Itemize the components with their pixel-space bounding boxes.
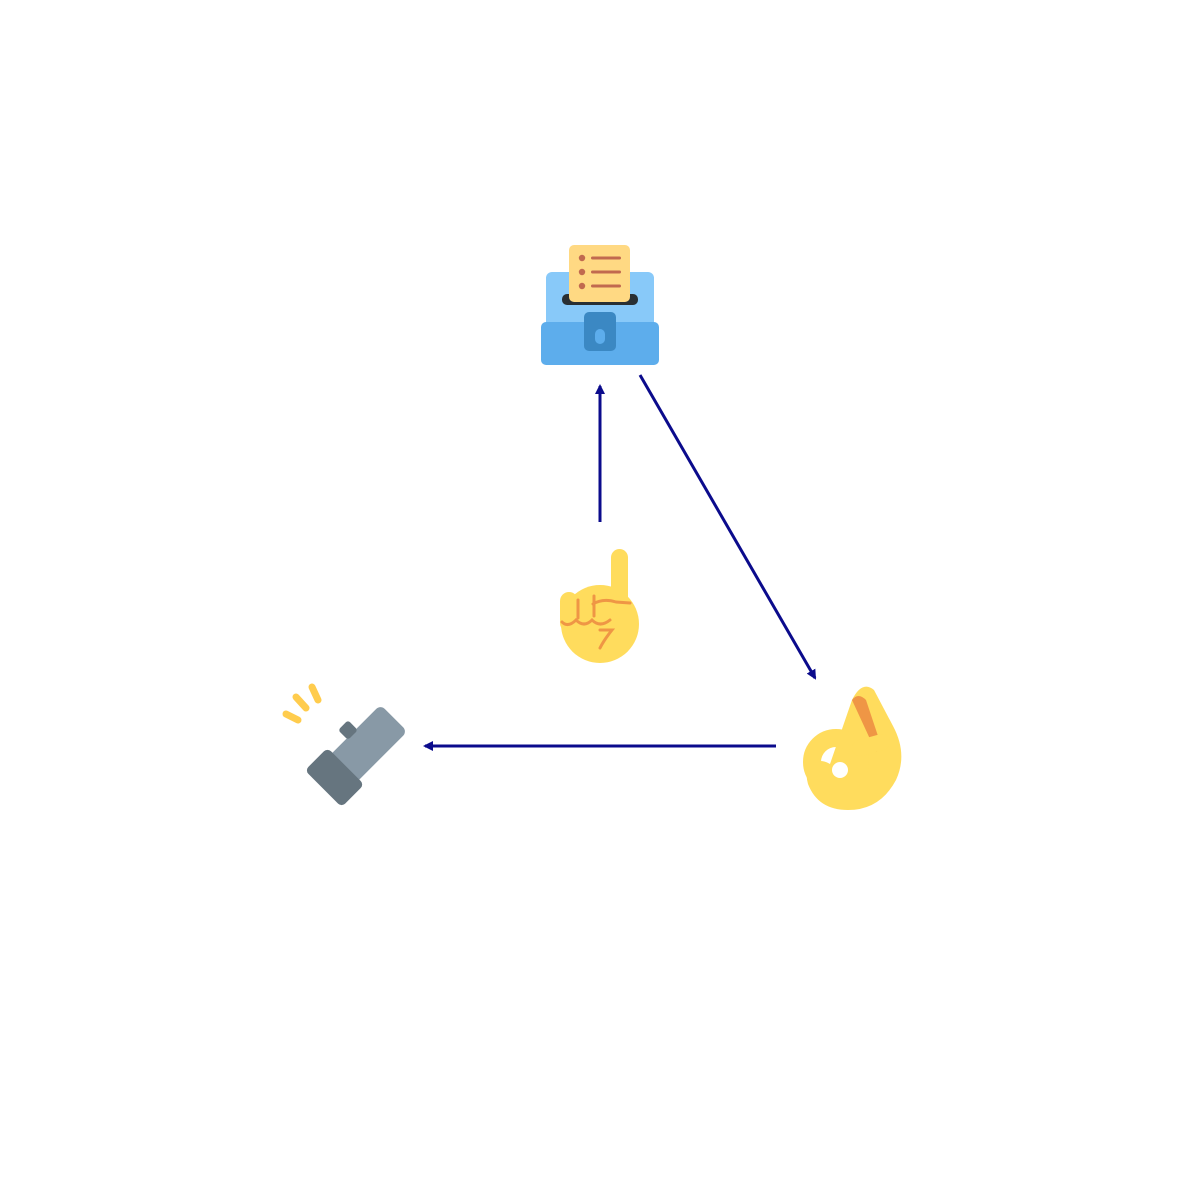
edge-ballot-box-to-ok-hand [638, 374, 817, 680]
ballot-box-icon [541, 245, 659, 365]
flashlight-icon [282, 683, 405, 806]
index-pointing-up-icon [560, 549, 639, 663]
ok-hand-icon [803, 686, 902, 810]
edges [423, 374, 817, 751]
